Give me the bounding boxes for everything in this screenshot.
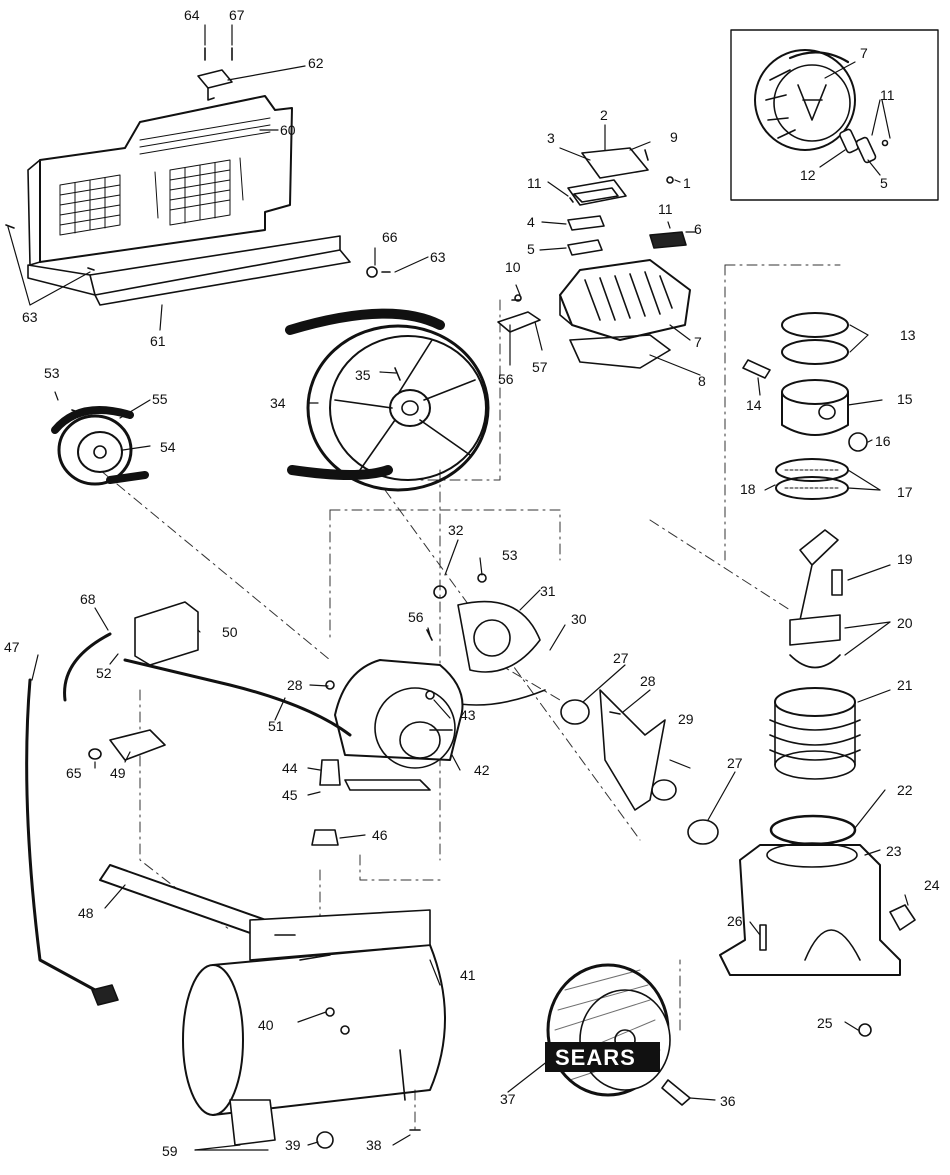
- tank-fittings: [311, 759, 341, 846]
- belt-guard-shroud: [27, 69, 351, 306]
- callout-3: 3: [547, 130, 555, 146]
- callout-56: 56: [498, 371, 514, 387]
- wheel: [545, 963, 691, 1106]
- shroud-bracket-62: [197, 69, 233, 101]
- callout-47: 47: [4, 639, 20, 655]
- callout-28: 28: [287, 677, 303, 693]
- air-tank: [182, 909, 446, 1149]
- callout-11: 11: [658, 201, 673, 217]
- callout-52: 52: [96, 665, 112, 681]
- callout-50: 50: [222, 624, 238, 640]
- callout-15: 15: [897, 391, 913, 407]
- callout-49: 49: [110, 765, 126, 781]
- callout-44: 44: [282, 760, 298, 776]
- callout-51: 51: [268, 718, 284, 734]
- callout-37: 37: [500, 1091, 516, 1107]
- callout-63: 63: [430, 249, 446, 265]
- callout-30: 30: [571, 611, 587, 627]
- callout-13: 13: [900, 327, 916, 343]
- callout-57: 57: [532, 359, 548, 375]
- callout-23: 23: [886, 843, 902, 859]
- callout-61: 61: [150, 333, 166, 349]
- callout-45: 45: [282, 787, 298, 803]
- motor-pulley: [51, 406, 149, 486]
- callout-63: 63: [22, 309, 38, 325]
- callout-20: 20: [897, 615, 913, 631]
- callout-39: 39: [285, 1137, 301, 1153]
- inset-valve-parts: [839, 128, 889, 164]
- callout-11-inset: 11: [880, 87, 895, 103]
- callout-28: 28: [640, 673, 656, 689]
- callout-11: 11: [527, 175, 542, 191]
- callout-36: 36: [720, 1093, 736, 1109]
- leader-lines: [7, 24, 909, 1151]
- callout-16: 16: [875, 433, 891, 449]
- callout-29: 29: [678, 711, 694, 727]
- cylinder-head-assembly: [497, 147, 691, 369]
- callout-31: 31: [540, 583, 556, 599]
- callout-24: 24: [924, 877, 940, 893]
- callout-53: 53: [502, 547, 518, 563]
- inset-cylinder-head: [754, 49, 856, 151]
- callout-10: 10: [505, 259, 521, 275]
- cylinder-crankcase-group: [719, 687, 916, 1037]
- callout-1: 1: [683, 175, 691, 191]
- callout-54: 54: [160, 439, 176, 455]
- callout-19: 19: [897, 551, 913, 567]
- callout-53: 53: [44, 365, 60, 381]
- callout-56: 56: [408, 609, 424, 625]
- callout-42: 42: [474, 762, 490, 778]
- piston-group: [742, 312, 868, 669]
- callout-17: 17: [897, 484, 913, 500]
- callout-64: 64: [184, 7, 200, 23]
- callout-27: 27: [613, 650, 629, 666]
- callout-55: 55: [152, 391, 168, 407]
- callout-7-inset: 7: [860, 45, 868, 61]
- callout-22: 22: [897, 782, 913, 798]
- callout-38: 38: [366, 1137, 382, 1153]
- callout-59: 59: [162, 1143, 178, 1159]
- inset-detail-box: [730, 29, 939, 201]
- callout-26: 26: [727, 913, 743, 929]
- callout-66: 66: [382, 229, 398, 245]
- flywheel-pulley: [285, 308, 490, 492]
- callout-7: 7: [694, 334, 702, 350]
- callout-60: 60: [280, 122, 296, 138]
- crankshaft-group: [419, 600, 719, 845]
- callout-18: 18: [740, 481, 756, 497]
- callout-43: 43: [460, 707, 476, 723]
- assembly-guide-lines: [99, 264, 841, 1131]
- callout-21: 21: [897, 677, 913, 693]
- callout-6: 6: [694, 221, 702, 237]
- callout-65: 65: [66, 765, 82, 781]
- callout-35: 35: [355, 367, 371, 383]
- watermark-text: SEARS: [555, 1045, 636, 1070]
- callout-41: 41: [460, 967, 476, 983]
- callout-8: 8: [698, 373, 706, 389]
- callout-32: 32: [448, 522, 464, 538]
- callout-48: 48: [78, 905, 94, 921]
- callout-40: 40: [258, 1017, 274, 1033]
- callout-12-inset: 12: [800, 167, 816, 183]
- electric-motor: [334, 659, 464, 791]
- callout-14: 14: [746, 397, 762, 413]
- callout-labels: 64 67 62 60 63 66 63 61 2 3 9 11 1 4 11 …: [4, 7, 940, 1159]
- pressure-switch-and-wiring: [25, 601, 352, 1006]
- callout-62: 62: [308, 55, 324, 71]
- callout-67: 67: [229, 7, 245, 23]
- callout-68: 68: [80, 591, 96, 607]
- callout-34: 34: [270, 395, 286, 411]
- callout-2: 2: [600, 107, 608, 123]
- callout-5-inset: 5: [880, 175, 888, 191]
- callout-4: 4: [527, 214, 535, 230]
- shroud-vent-grille: [59, 117, 271, 236]
- callout-9: 9: [670, 129, 678, 145]
- callout-5: 5: [527, 241, 535, 257]
- callout-27: 27: [727, 755, 743, 771]
- callout-25: 25: [817, 1015, 833, 1031]
- callout-46: 46: [372, 827, 388, 843]
